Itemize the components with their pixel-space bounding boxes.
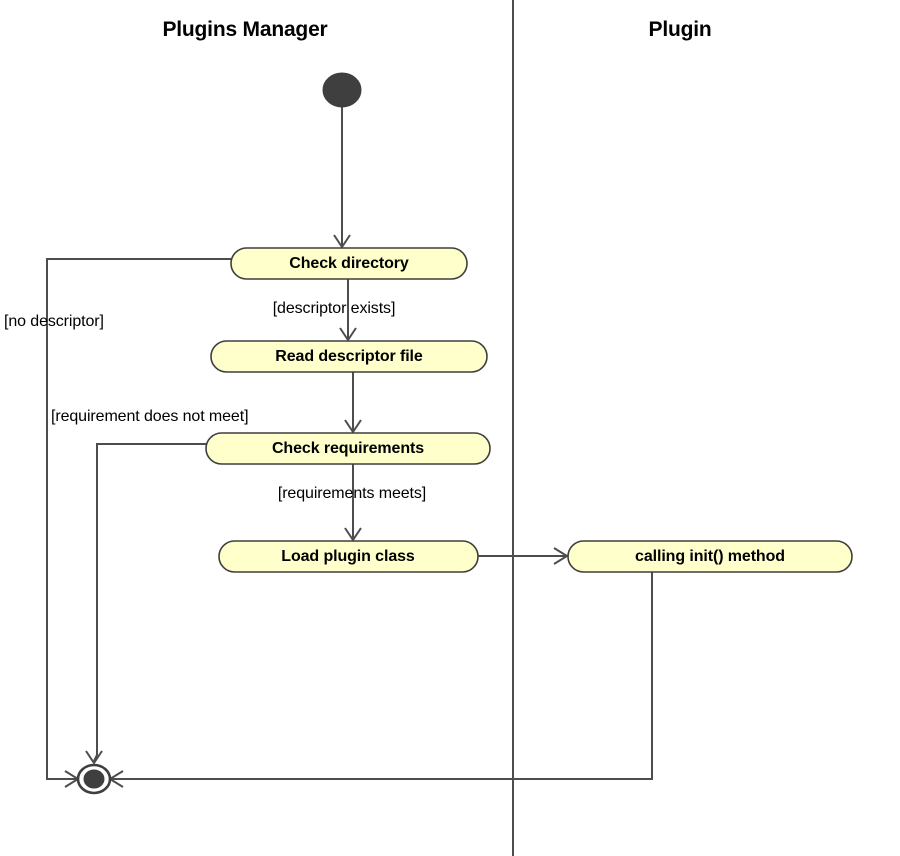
edge-check-requirements-to-load-plugin — [344, 464, 362, 542]
guard-label-descriptor-exists: [descriptor exists] — [272, 300, 396, 317]
final-node[interactable] — [76, 763, 112, 795]
guard-label-requirements-meets: [requirements meets] — [277, 485, 427, 502]
swimlane-title-plugins-manager: Plugins Manager — [162, 18, 328, 41]
activity-node-load-plugin-class[interactable] — [218, 540, 479, 573]
activity-node-calling-init-method[interactable] — [567, 540, 853, 573]
edge-calling-init-to-final — [108, 572, 653, 788]
edge-check-requirements-to-final — [85, 443, 206, 765]
edge-check-directory-to-final — [46, 258, 231, 788]
edge-start-to-check-directory — [333, 107, 351, 249]
guard-label-no-descriptor: [no descriptor] — [4, 313, 104, 330]
edge-load-plugin-to-calling-init — [478, 547, 569, 565]
activity-node-check-directory[interactable] — [230, 247, 468, 280]
swimlane-title-plugin: Plugin — [648, 18, 712, 41]
edge-check-directory-to-read-descriptor — [339, 279, 357, 342]
edge-read-descriptor-to-check-requirements — [344, 372, 362, 434]
initial-node[interactable] — [322, 72, 362, 108]
activity-node-check-requirements[interactable] — [205, 432, 491, 465]
guard-label-requirement-does-not-meet: [requirement does not meet] — [51, 408, 249, 425]
activity-node-read-descriptor-file[interactable] — [210, 340, 488, 373]
